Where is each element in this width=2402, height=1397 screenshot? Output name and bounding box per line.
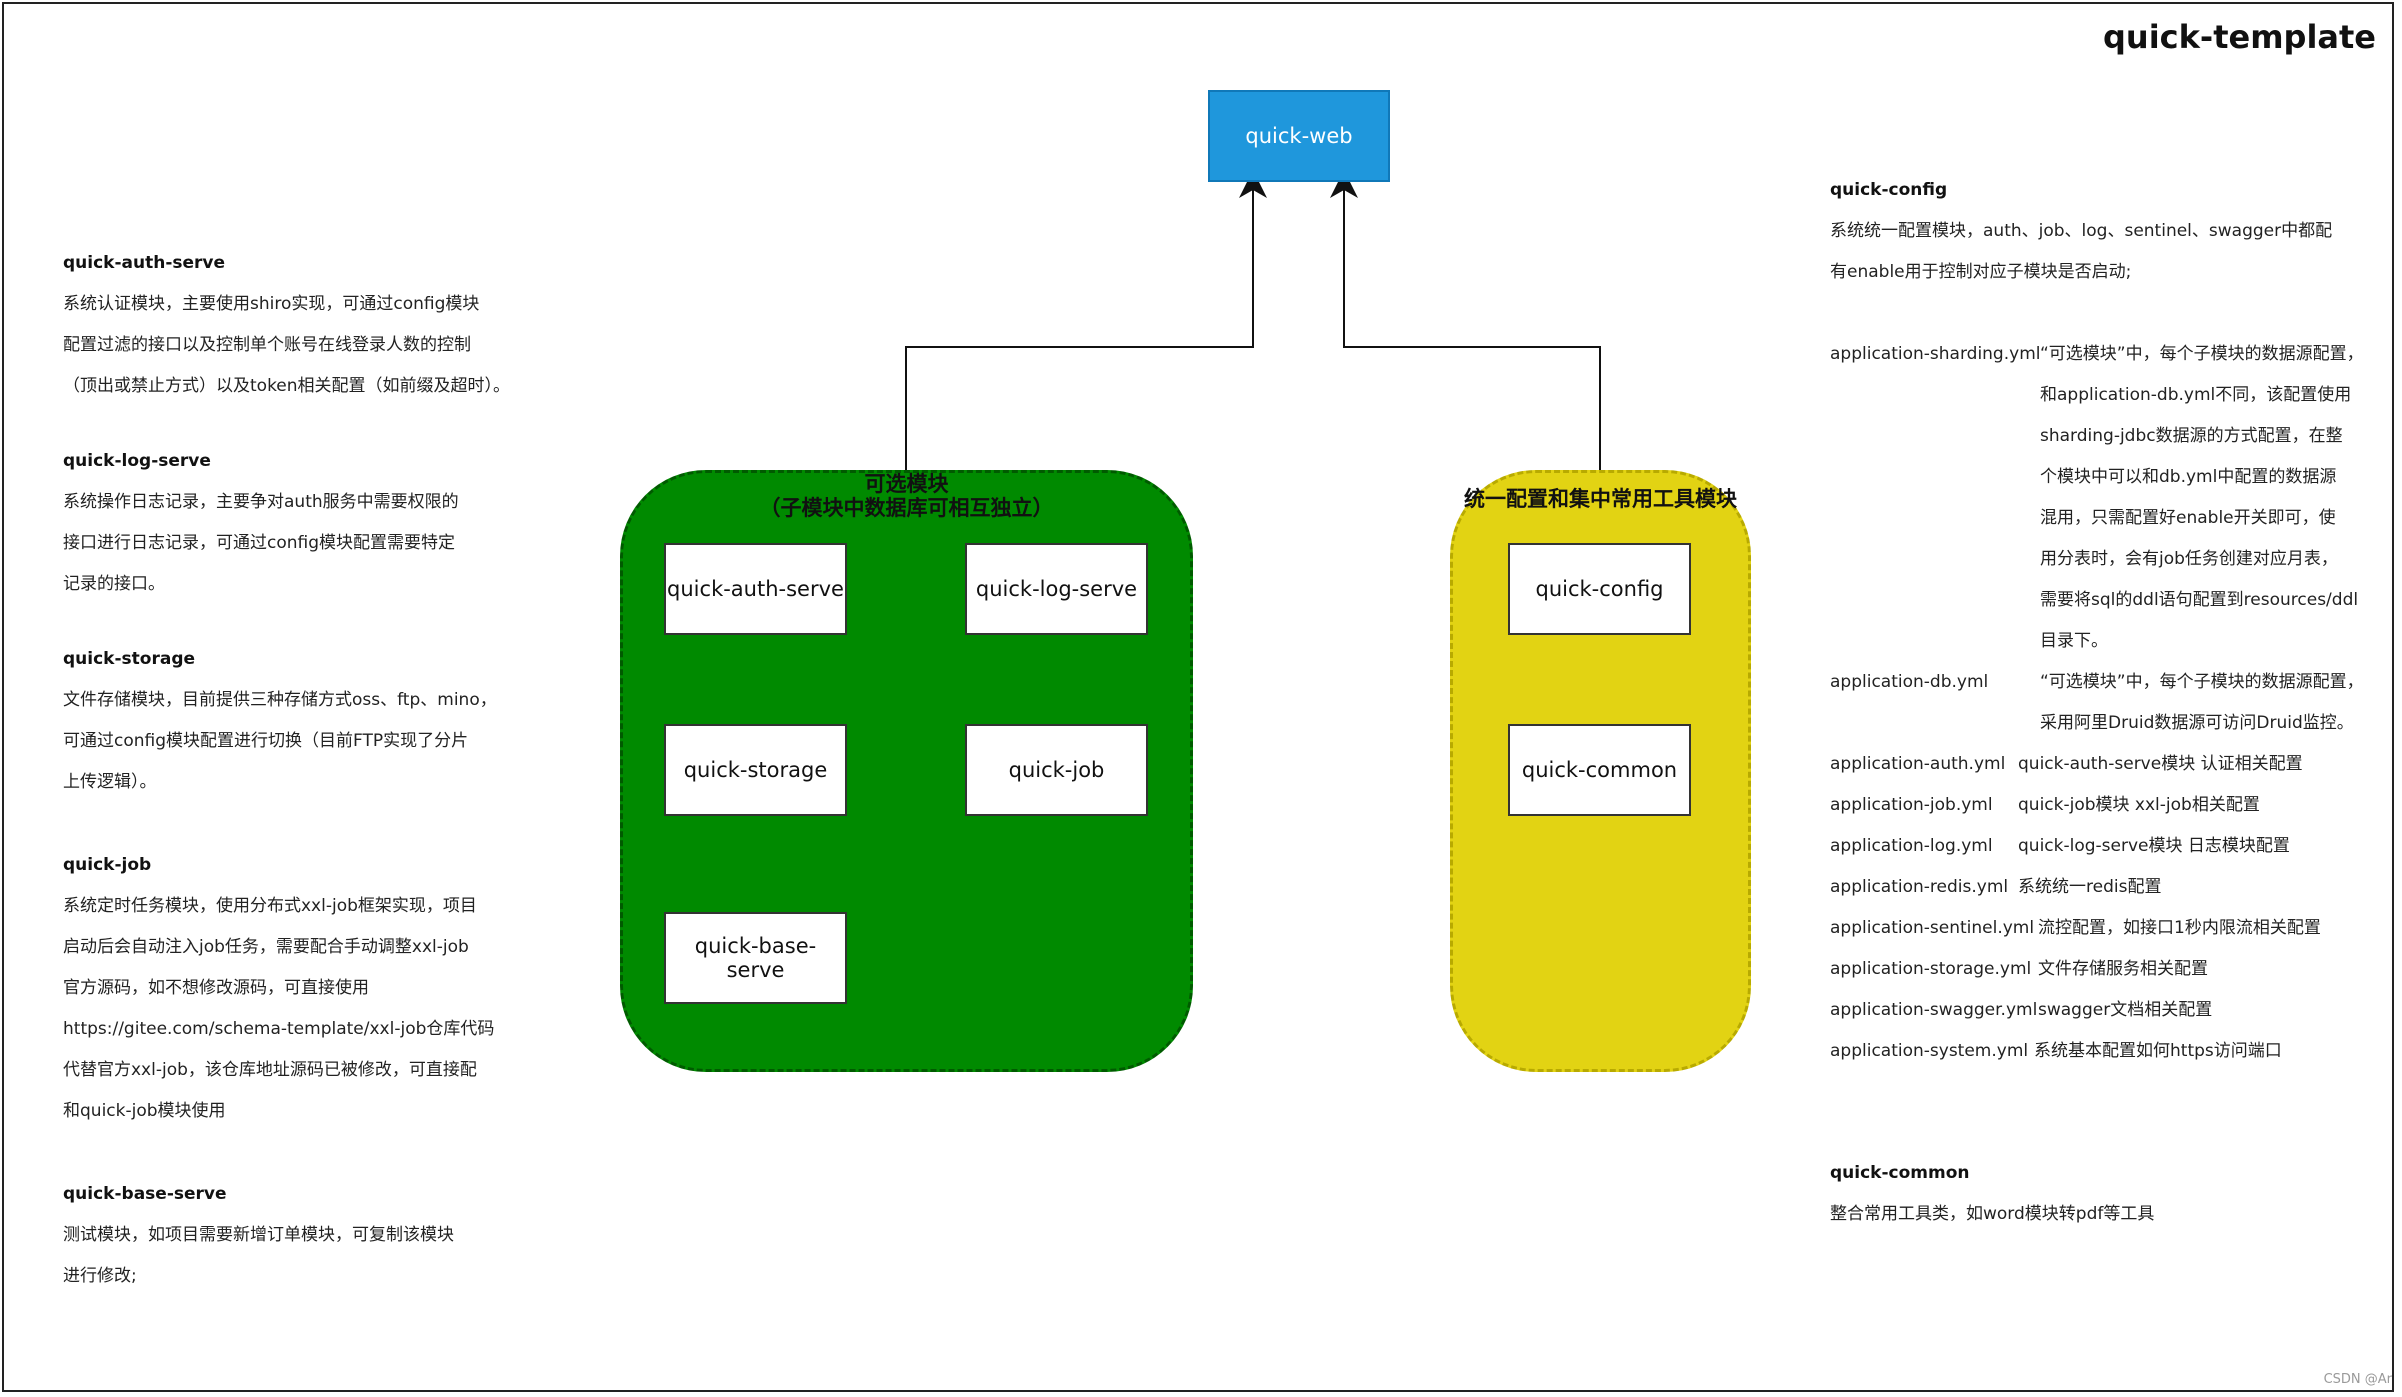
note-heading: quick-base-serve xyxy=(63,1184,227,1204)
node-quick-common: quick-common xyxy=(1508,724,1691,816)
config-file-desc: quick-log-serve模块 日志模块配置 xyxy=(2018,836,2290,856)
note-line: 代替官方xxl-job，该仓库地址源码已被修改，可直接配 xyxy=(63,1060,477,1080)
group-optional-title: 可选模块 （子模块中数据库可相互独立） xyxy=(623,472,1190,520)
note-heading: quick-common xyxy=(1830,1163,1970,1183)
note-base-serve: quick-base-serve 测试模块，如项目需要新增订单模块，可复制该模块… xyxy=(63,1174,563,1297)
note-line: 进行修改; xyxy=(63,1266,137,1286)
note-line: 需要将sql的ddl语句配置到resources/ddl xyxy=(2040,590,2359,610)
config-file-name: application-sentinel.yml xyxy=(1830,918,2035,938)
note-heading: quick-storage xyxy=(63,649,196,669)
note-job: quick-job 系统定时任务模块，使用分布式xxl-job框架实现，项目 启… xyxy=(63,845,563,1132)
note-line: 系统认证模块，主要使用shiro实现，可通过config模块 xyxy=(63,294,480,314)
config-sharding-desc: “可选模块”中，每个子模块的数据源配置， 和application-db.yml… xyxy=(2040,334,2364,662)
note-line: 系统操作日志记录，主要争对auth服务中需要权限的 xyxy=(63,492,459,512)
config-file-name: application-job.yml xyxy=(1830,795,1993,815)
config-file-desc: 系统基本配置如何https访问端口 xyxy=(2034,1041,2282,1061)
config-item: application-redis.yml 系统统一redis配置 xyxy=(1830,867,2390,908)
config-item: application-storage.yml 文件存储服务相关配置 xyxy=(1830,949,2390,990)
node-quick-log-serve: quick-log-serve xyxy=(965,543,1148,635)
config-item: application-job.yml quick-job模块 xxl-job相关… xyxy=(1830,785,2390,826)
note-line: （顶出或禁止方式）以及token相关配置（如前缀及超时）。 xyxy=(63,376,511,396)
note-line: 整合常用工具类，如word模块转pdf等工具 xyxy=(1830,1204,2155,1224)
config-file-desc: swagger文档相关配置 xyxy=(2038,1000,2213,1020)
config-db-desc: “可选模块”中，每个子模块的数据源配置， 采用阿里Druid数据源可访问Drui… xyxy=(2040,662,2364,744)
note-line: 配置过滤的接口以及控制单个账号在线登录人数的控制 xyxy=(63,335,471,355)
config-file-name: application-swagger.yml xyxy=(1830,1000,2038,1020)
note-line: 有enable用于控制对应子模块是否启动; xyxy=(1830,262,2132,282)
note-heading: quick-auth-serve xyxy=(63,253,226,273)
note-line: 系统定时任务模块，使用分布式xxl-job框架实现，项目 xyxy=(63,896,477,916)
node-quick-storage: quick-storage xyxy=(664,724,847,816)
note-line: “可选模块”中，每个子模块的数据源配置， xyxy=(2040,672,2364,692)
node-quick-job: quick-job xyxy=(965,724,1148,816)
config-db: application-db.yml “可选模块”中，每个子模块的数据源配置， … xyxy=(1830,662,2390,744)
note-line: 可通过config模块配置进行切换（目前FTP实现了分片 xyxy=(63,731,469,751)
config-file-desc: 文件存储服务相关配置 xyxy=(2038,959,2208,979)
config-sharding: application-sharding.yml “可选模块”中，每个子模块的数… xyxy=(1830,334,2390,662)
note-line: 混用，只需配置好enable开关即可，使 xyxy=(2040,508,2336,528)
note-line: sharding-jdbc数据源的方式配置，在整 xyxy=(2040,426,2343,446)
watermark: CSDN @Ar xyxy=(2323,1372,2392,1387)
config-file-name: application-auth.yml xyxy=(1830,754,2006,774)
note-line: 文件存储模块，目前提供三种存储方式oss、ftp、mino， xyxy=(63,690,497,710)
node-quick-base-serve: quick-base-serve xyxy=(664,912,847,1004)
left-notes: quick-auth-serve 系统认证模块，主要使用shiro实现，可通过c… xyxy=(63,243,563,1331)
note-auth-serve: quick-auth-serve 系统认证模块，主要使用shiro实现，可通过c… xyxy=(63,243,563,407)
config-item: application-log.yml quick-log-serve模块 日志模… xyxy=(1830,826,2390,867)
config-file-name: application-system.yml xyxy=(1830,1041,2029,1061)
note-line: 官方源码，如不想修改源码，可直接使用 xyxy=(63,978,369,998)
diagram-title: quick-template xyxy=(2103,18,2376,56)
note-line: 和quick-job模块使用 xyxy=(63,1101,226,1121)
node-quick-config: quick-config xyxy=(1508,543,1691,635)
note-line: 测试模块，如项目需要新增订单模块，可复制该模块 xyxy=(63,1225,454,1245)
note-line: 用分表时，会有job任务创建对应月表， xyxy=(2040,549,2338,569)
note-line: 启动后会自动注入job任务，需要配合手动调整xxl-job xyxy=(63,937,469,957)
note-line: 记录的接口。 xyxy=(63,574,165,594)
config-item: application-auth.yml quick-auth-serve模块 认… xyxy=(1830,744,2390,785)
note-line: “可选模块”中，每个子模块的数据源配置， xyxy=(2040,344,2364,364)
node-quick-auth-serve: quick-auth-serve xyxy=(664,543,847,635)
common-notes: quick-common 整合常用工具类，如word模块转pdf等工具 xyxy=(1830,1153,2390,1235)
note-line: 上传逻辑）。 xyxy=(63,772,157,792)
config-file-name: application-log.yml xyxy=(1830,836,1993,856)
config-file-desc: 系统统一redis配置 xyxy=(2018,877,2162,897)
connector-common-to-web xyxy=(1330,170,1601,470)
config-file-desc: quick-job模块 xxl-job相关配置 xyxy=(2018,795,2260,815)
config-file-name: application-db.yml xyxy=(1830,672,1989,692)
note-line: 采用阿里Druid数据源可访问Druid监控。 xyxy=(2040,713,2354,733)
config-file-name: application-sharding.yml xyxy=(1830,344,2041,364)
config-notes: quick-config 系统统一配置模块，auth、job、log、senti… xyxy=(1830,170,2390,1072)
group-optional-title-line2: （子模块中数据库可相互独立） xyxy=(759,496,1054,520)
group-common-title: 统一配置和集中常用工具模块 xyxy=(1464,487,1737,511)
note-heading: quick-job xyxy=(63,855,152,875)
node-quick-web: quick-web xyxy=(1208,90,1390,182)
config-file-desc: 流控配置，如接口1秒内限流相关配置 xyxy=(2038,918,2321,938)
note-line: 个模块中可以和db.yml中配置的数据源 xyxy=(2040,467,2337,487)
note-line: https://gitee.com/schema-template/xxl-jo… xyxy=(63,1019,495,1039)
note-storage: quick-storage 文件存储模块，目前提供三种存储方式oss、ftp、m… xyxy=(63,639,563,803)
note-line: 系统统一配置模块，auth、job、log、sentinel、swagger中都… xyxy=(1830,221,2333,241)
note-line: 目录下。 xyxy=(2040,631,2108,651)
connector-optional-to-web xyxy=(905,170,1267,470)
note-line: 接口进行日志记录，可通过config模块配置需要特定 xyxy=(63,533,456,553)
note-heading: quick-config xyxy=(1830,180,1948,200)
group-optional-title-line1: 可选模块 xyxy=(864,472,949,496)
note-log-serve: quick-log-serve 系统操作日志记录，主要争对auth服务中需要权限… xyxy=(63,441,563,605)
config-file-desc: quick-auth-serve模块 认证相关配置 xyxy=(2018,754,2303,774)
note-line: 和application-db.yml不同，该配置使用 xyxy=(2040,385,2352,405)
note-heading: quick-log-serve xyxy=(63,451,211,471)
config-file-name: application-storage.yml xyxy=(1830,959,2032,979)
config-file-name: application-redis.yml xyxy=(1830,877,2009,897)
